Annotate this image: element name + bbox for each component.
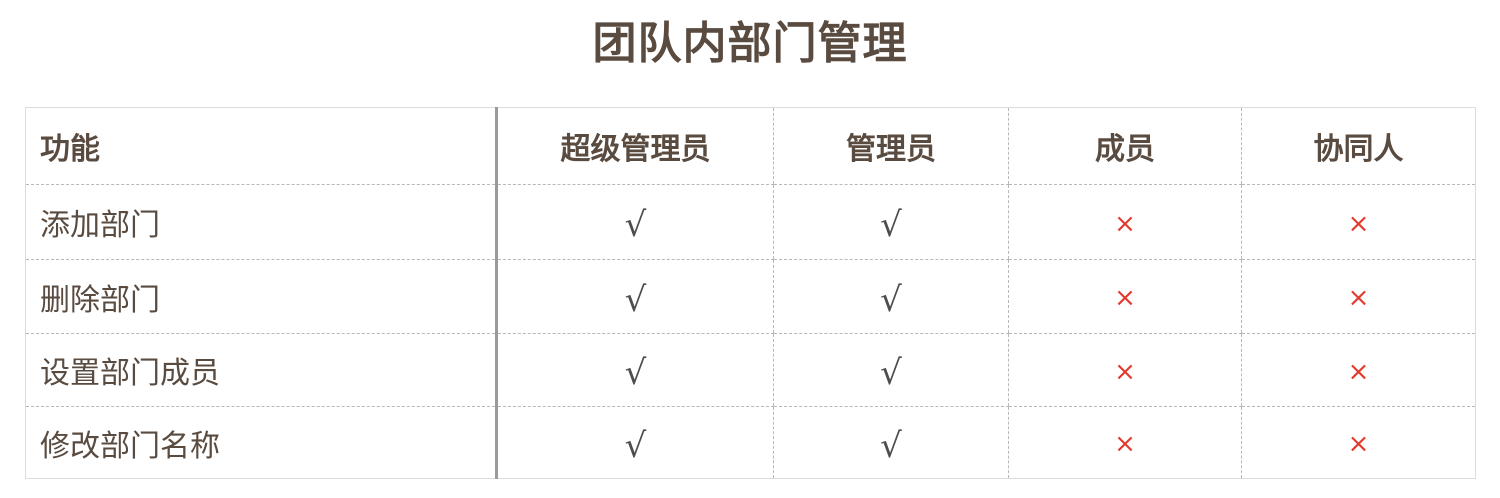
permission-cell: × <box>1008 259 1242 334</box>
permission-cell: √ <box>496 259 774 334</box>
table-row: 设置部门成员 √ √ × × <box>25 333 1476 407</box>
cross-mark-icon: × <box>1114 429 1136 459</box>
header-member: 成员 <box>1008 107 1242 185</box>
check-mark-icon: √ <box>624 425 647 466</box>
permission-cell: × <box>1008 406 1242 479</box>
cross-mark-icon: × <box>1114 208 1136 239</box>
permission-cell: √ <box>773 184 1009 260</box>
permission-cell: × <box>1241 333 1476 407</box>
feature-name: 修改部门名称 <box>25 406 498 479</box>
check-mark-icon: √ <box>880 205 902 245</box>
check-mark-icon: √ <box>624 205 647 245</box>
table-row: 修改部门名称 √ √ × × <box>25 406 1476 479</box>
permission-cell: × <box>1008 184 1242 260</box>
check-mark-icon: √ <box>880 279 902 320</box>
check-mark-icon: √ <box>880 425 902 466</box>
permission-cell: × <box>1241 259 1476 334</box>
cross-mark-icon: × <box>1347 356 1370 387</box>
permission-cell: √ <box>773 406 1009 479</box>
header-collaborator: 协同人 <box>1241 107 1476 185</box>
page-title: 团队内部门管理 <box>592 18 908 69</box>
cross-mark-icon: × <box>1114 283 1136 313</box>
table-row: 删除部门 √ √ × × <box>25 259 1476 334</box>
table-row: 添加部门 √ √ × × <box>25 184 1476 260</box>
permission-cell: × <box>1241 406 1476 479</box>
cross-mark-icon: × <box>1347 283 1370 313</box>
cross-mark-icon: × <box>1347 429 1370 459</box>
check-mark-icon: √ <box>624 279 647 320</box>
permission-cell: √ <box>773 259 1009 334</box>
permission-table: 功能 超级管理员 管理员 成员 协同人 添加部门 √ √ × × 删除部门 √ … <box>25 107 1476 479</box>
header-feature: 功能 <box>25 107 498 185</box>
feature-name: 添加部门 <box>25 184 498 260</box>
cross-mark-icon: × <box>1347 208 1370 239</box>
cross-mark-icon: × <box>1114 356 1136 387</box>
header-super-admin: 超级管理员 <box>496 107 774 185</box>
check-mark-icon: √ <box>624 353 647 393</box>
feature-name: 设置部门成员 <box>25 333 498 407</box>
permission-cell: √ <box>496 333 774 407</box>
permission-cell: √ <box>497 407 774 479</box>
permission-cell: √ <box>773 333 1009 407</box>
permission-cell: √ <box>496 184 774 260</box>
feature-name: 删除部门 <box>25 259 498 334</box>
permission-cell: × <box>1241 184 1476 260</box>
table-header-row: 功能 超级管理员 管理员 成员 协同人 <box>25 107 1476 185</box>
check-mark-icon: √ <box>880 353 902 393</box>
permission-cell: × <box>1008 333 1242 407</box>
header-admin: 管理员 <box>773 107 1009 185</box>
